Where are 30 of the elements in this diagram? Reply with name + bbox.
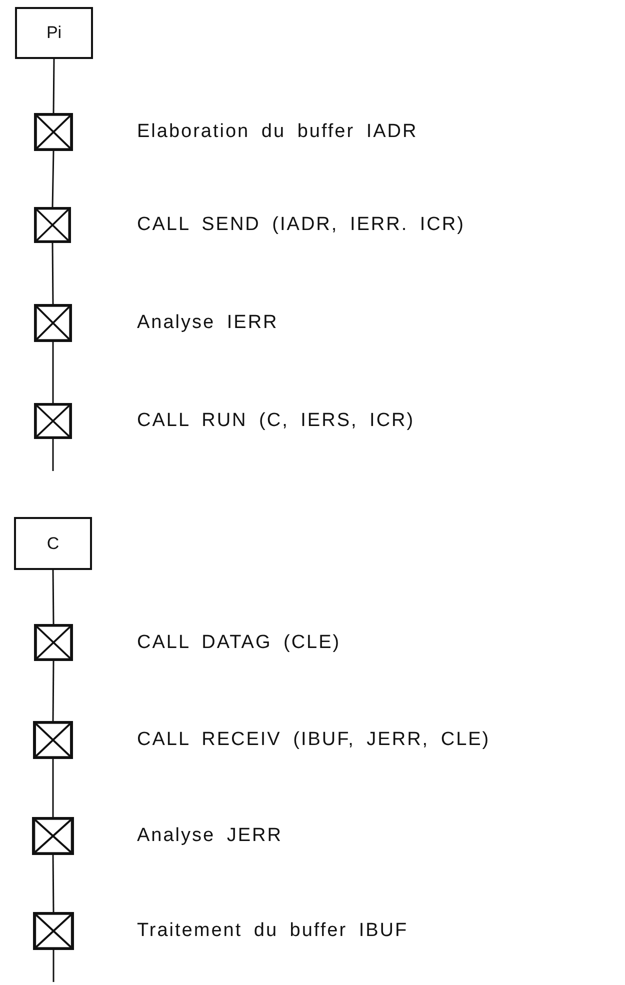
crossed-box <box>33 721 73 759</box>
box-label: C <box>46 534 60 554</box>
connector-line <box>52 439 54 471</box>
crossed-box <box>34 304 72 342</box>
process-box <box>14 517 92 570</box>
crossed-box <box>34 113 73 151</box>
crossed-box <box>33 912 74 950</box>
step-text: Analyse JERR <box>137 825 282 847</box>
crossed-box <box>34 207 71 243</box>
step-text: CALL DATAG (CLE) <box>137 632 341 654</box>
step-text: CALL RUN (C, IERS, ICR) <box>137 410 415 432</box>
process-box <box>15 7 93 59</box>
connector-line <box>52 855 54 912</box>
crossed-box <box>34 624 73 661</box>
step-text: CALL RECEIV (IBUF, JERR, CLE) <box>137 729 490 751</box>
step-text: Elaboration du buffer IADR <box>137 121 418 143</box>
connector-line <box>52 950 54 982</box>
crossed-box <box>34 403 72 439</box>
step-text: CALL SEND (IADR, IERR. ICR) <box>137 214 465 236</box>
crossed-box <box>32 817 74 855</box>
step-text: Traitement du buffer IBUF <box>137 920 408 942</box>
connector-line <box>52 243 54 304</box>
connector-line <box>52 59 55 113</box>
connector-line <box>52 342 54 403</box>
connector-line <box>52 150 54 208</box>
connector-line <box>52 759 54 817</box>
step-text: Analyse IERR <box>137 312 278 334</box>
connector-line <box>52 570 54 624</box>
box-label: Pi <box>46 23 62 43</box>
connector-line <box>52 661 54 721</box>
